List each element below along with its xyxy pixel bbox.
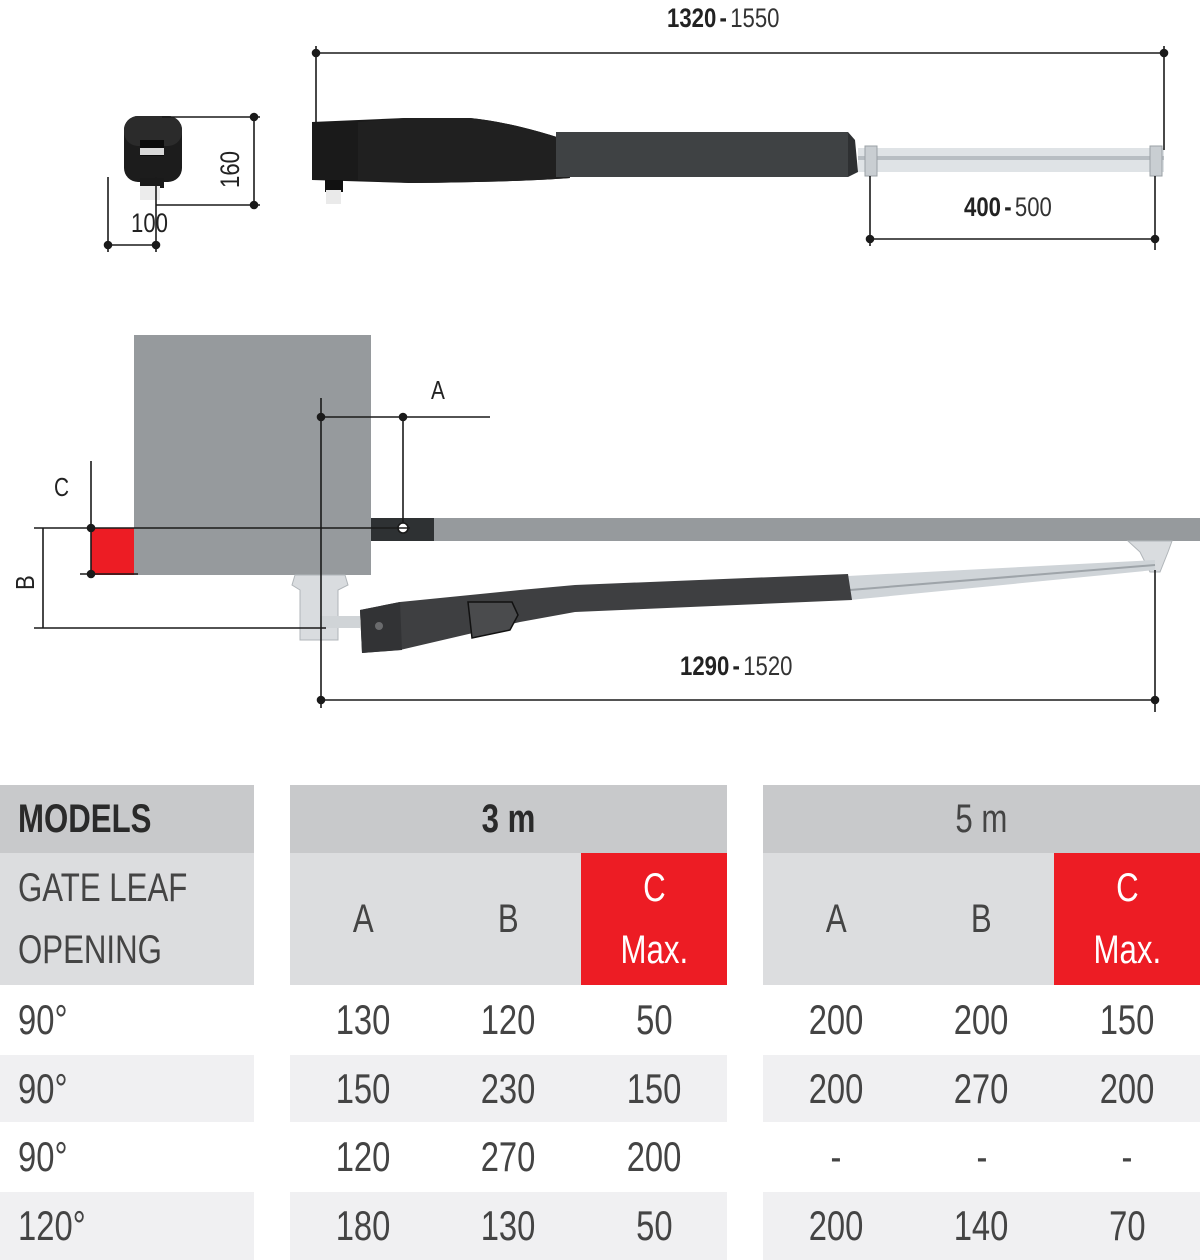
value-cell: - xyxy=(830,1133,842,1180)
dimension-c-label: C xyxy=(54,472,70,502)
value-cell: 120 xyxy=(481,996,536,1043)
value-cell: 200 xyxy=(808,996,864,1043)
opening-cell: 120° xyxy=(0,1192,254,1260)
dim-stroke xyxy=(865,176,1160,250)
dimension-a-label: A xyxy=(431,375,445,405)
installed-length-max: 1520 xyxy=(743,651,793,681)
end-width-label: 100 xyxy=(131,208,168,238)
technical-drawing: 1320-1550 400-500 160 100 A C B 1290-152… xyxy=(10,3,1200,712)
row-bg-5m xyxy=(763,1192,1200,1260)
value-cell: 270 xyxy=(954,1064,1009,1112)
actuator-end-view xyxy=(124,116,182,200)
value-cell: 180 xyxy=(335,1202,391,1249)
c-label: C xyxy=(1115,866,1139,910)
gate-leaf-opening-header: GATE LEAF OPENING xyxy=(0,853,254,985)
value-cell: 50 xyxy=(635,1202,673,1249)
dimension-b-label: B xyxy=(10,575,40,590)
opening-cell: 90° xyxy=(18,1133,68,1180)
value-cell: 150 xyxy=(335,1064,391,1112)
col-3m-c-max-header: C Max. xyxy=(581,853,727,985)
value-cell: 120 xyxy=(335,1133,391,1180)
separator: - xyxy=(1004,192,1012,222)
value-cell: 150 xyxy=(1099,996,1155,1043)
col-5m-b-header: B xyxy=(909,853,1054,985)
installed-length-min: 1290 xyxy=(680,651,730,681)
stroke-max: 500 xyxy=(1014,192,1052,222)
col-3m-b-header: B xyxy=(436,853,581,985)
group-5m-header: 5 m xyxy=(763,785,1200,853)
value-cell: 200 xyxy=(954,996,1009,1043)
c-zone xyxy=(91,528,134,575)
row-bg-5m xyxy=(763,1055,1200,1122)
col-3m-a-header: A xyxy=(290,853,436,985)
overall-length-label: 1320-1550 xyxy=(667,3,779,34)
installed-length-label: 1290-1520 xyxy=(680,651,792,682)
dim-100 xyxy=(103,177,161,252)
value-cell: 200 xyxy=(1099,1064,1155,1112)
specifications-table: MODELS 3 m 5 m GATE LEAF OPENING A B C M… xyxy=(0,785,1200,1260)
value-cell: 200 xyxy=(808,1202,864,1249)
separator: - xyxy=(719,3,727,33)
value-cell: 140 xyxy=(954,1202,1009,1249)
gate-leaf xyxy=(371,518,1200,541)
overall-length-min: 1320 xyxy=(667,3,717,33)
actuator-side-view xyxy=(312,118,1164,204)
c-label: C xyxy=(642,866,666,910)
opening-label-line1: GATE LEAF xyxy=(18,866,188,910)
opening-cell: 90° xyxy=(18,996,68,1043)
row-bg-3m xyxy=(290,1055,727,1122)
value-cell: 200 xyxy=(808,1064,864,1112)
value-cell: 130 xyxy=(335,996,391,1043)
separator: - xyxy=(732,651,740,681)
row-bg-3m xyxy=(290,1192,727,1260)
group-3m-header: 3 m xyxy=(290,785,727,853)
col-5m-c-max-header: C Max. xyxy=(1054,853,1200,985)
value-cell: 50 xyxy=(635,996,673,1043)
max-label: Max. xyxy=(620,928,688,972)
opening-cell: 90° xyxy=(0,1055,254,1122)
max-label: Max. xyxy=(1093,928,1161,972)
value-cell: 270 xyxy=(481,1133,536,1180)
dimension-drawing-svg xyxy=(34,46,1200,712)
stroke-label: 400-500 xyxy=(964,192,1052,223)
stroke-min: 400 xyxy=(964,192,1001,222)
col-5m-a-header: A xyxy=(763,853,909,985)
opening-label-line2: OPENING xyxy=(18,928,162,972)
value-cell: 200 xyxy=(626,1133,682,1180)
install-dims xyxy=(34,398,1160,712)
end-height-label: 160 xyxy=(215,151,245,188)
actuator-installed xyxy=(320,560,1156,653)
value-cell: 130 xyxy=(481,1202,536,1249)
pillar xyxy=(134,335,371,575)
overall-length-max: 1550 xyxy=(730,3,780,33)
value-cell: - xyxy=(976,1133,987,1180)
value-cell: - xyxy=(1121,1133,1133,1180)
value-cell: 70 xyxy=(1108,1202,1146,1249)
dim-overall-length xyxy=(311,46,1169,172)
value-cell: 150 xyxy=(626,1064,682,1112)
dim-160 xyxy=(156,112,260,210)
value-cell: 230 xyxy=(481,1064,536,1112)
models-header: MODELS xyxy=(0,785,254,853)
